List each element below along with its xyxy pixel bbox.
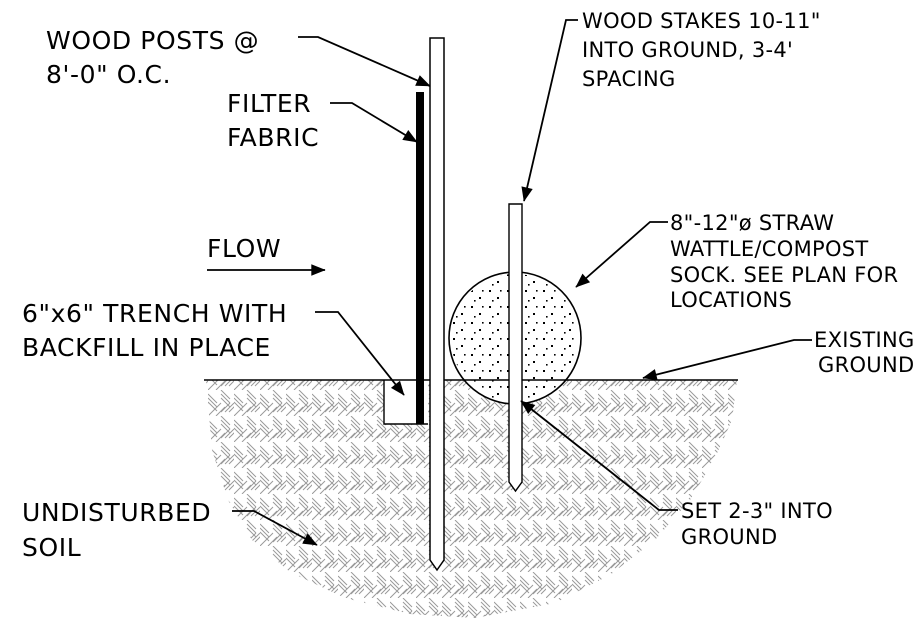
svg-text:UNDISTURBED: UNDISTURBED — [22, 498, 211, 527]
svg-text:FABRIC: FABRIC — [227, 123, 319, 152]
leader-set-into-ground — [520, 400, 678, 511]
svg-text:8'-0" O.C.: 8'-0" O.C. — [46, 60, 171, 89]
svg-text:GROUND: GROUND — [818, 353, 914, 377]
leader-existing-ground — [642, 339, 812, 381]
filter-fabric — [416, 92, 424, 424]
svg-text:WOOD POSTS @: WOOD POSTS @ — [46, 26, 259, 55]
leader-trench — [315, 311, 405, 396]
svg-text:6"x6" TRENCH WITH: 6"x6" TRENCH WITH — [22, 299, 287, 328]
svg-text:SOCK. SEE PLAN FOR: SOCK. SEE PLAN FOR — [670, 263, 898, 287]
svg-text:INTO GROUND, 3-4': INTO GROUND, 3-4' — [582, 38, 793, 62]
label-set-into-ground: SET 2-3" INTO GROUND — [681, 499, 833, 549]
leader-wood-posts — [298, 36, 431, 87]
svg-text:LOCATIONS: LOCATIONS — [670, 288, 792, 312]
label-existing-ground: EXISTING GROUND — [814, 328, 915, 377]
leader-undisturbed-soil — [232, 510, 318, 546]
label-trench: 6"x6" TRENCH WITH BACKFILL IN PLACE — [22, 299, 287, 362]
wood-post — [429, 37, 445, 572]
trench-outline — [383, 380, 428, 425]
svg-text:WOOD STAKES 10-11": WOOD STAKES 10-11" — [582, 9, 821, 33]
undisturbed-soil-hatch — [206, 380, 737, 618]
svg-text:GROUND: GROUND — [681, 525, 777, 549]
svg-text:SOIL: SOIL — [22, 533, 81, 562]
label-filter-fabric: FILTER FABRIC — [227, 89, 319, 152]
svg-text:WATTLE/COMPOST: WATTLE/COMPOST — [670, 237, 869, 261]
svg-text:SPACING: SPACING — [582, 67, 676, 91]
label-flow: FLOW — [207, 234, 281, 263]
label-wood-posts: WOOD POSTS @ 8'-0" O.C. — [46, 26, 259, 89]
wood-stake — [508, 203, 523, 493]
label-straw-wattle: 8"-12"ø STRAW WATTLE/COMPOST SOCK. SEE P… — [670, 211, 898, 312]
svg-text:SET 2-3" INTO: SET 2-3" INTO — [681, 499, 833, 523]
svg-text:BACKFILL IN PLACE: BACKFILL IN PLACE — [22, 333, 271, 362]
leader-straw-wattle — [575, 221, 668, 288]
svg-text:8"-12"ø STRAW: 8"-12"ø STRAW — [670, 211, 834, 235]
svg-text:FILTER: FILTER — [227, 89, 311, 118]
leader-wood-stakes — [521, 19, 578, 202]
svg-text:EXISTING: EXISTING — [814, 328, 915, 352]
label-wood-stakes: WOOD STAKES 10-11" INTO GROUND, 3-4' SPA… — [582, 9, 821, 91]
label-undisturbed-soil: UNDISTURBED SOIL — [22, 498, 211, 562]
leader-filter-fabric — [330, 102, 418, 143]
